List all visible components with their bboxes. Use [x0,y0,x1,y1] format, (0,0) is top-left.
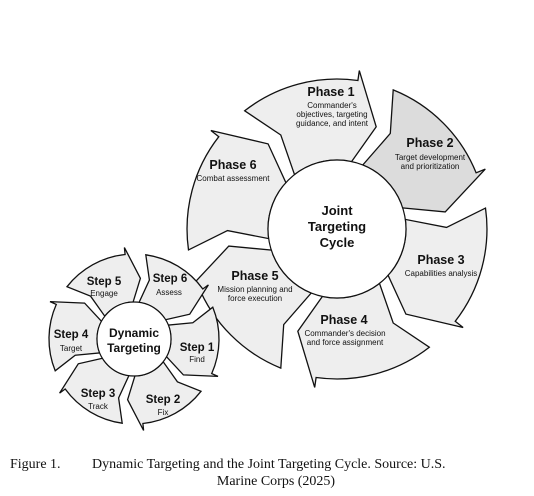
step-6-desc: Assess [156,288,182,297]
targeting-cycles-diagram: Joint Targeting Cycle Phase 1 Commander'… [48,70,488,431]
step-4-desc: Target [60,344,83,353]
step-2-title: Step 2 [146,394,181,406]
caption-text-line-1: Dynamic Targeting and the Joint Targetin… [92,457,446,472]
joint-cycle-hub [267,159,407,299]
phase-6-desc-1: Combat assessment [197,174,271,183]
joint-hub-line-2: Targeting [308,219,366,234]
phase-1-title: Phase 1 [307,85,354,99]
joint-hub-line-3: Cycle [320,235,355,250]
phase-5-desc-2: force execution [228,294,282,303]
phase-5-title: Phase 5 [231,269,278,283]
phase-1-desc-3: guidance, and intent [296,119,369,128]
caption-text-line-2: Marine Corps (2025) [216,474,336,489]
phase-4-title: Phase 4 [320,313,367,327]
phase-1-desc-2: objectives, targeting [296,110,367,119]
dynamic-hub-line-1: Dynamic [109,326,159,340]
phase-6-title: Phase 6 [209,158,256,172]
phase-5-desc-1: Mission planning and [217,285,292,294]
step-5-desc: Engage [90,289,118,298]
step-3-title: Step 3 [81,388,116,400]
phase-3-desc-1: Capabilities analysis [405,269,477,278]
step-6-title: Step 6 [153,273,188,285]
phase-2-desc-1: Target development [395,153,466,162]
step-2-desc: Fix [158,408,169,417]
step-1-desc: Find [189,355,205,364]
step-1-title: Step 1 [180,342,215,354]
joint-hub-line-1: Joint [321,203,353,218]
phase-4-desc-2: and force assignment [307,338,384,347]
phase-3-title: Phase 3 [417,253,464,267]
step-3-desc: Track [88,402,109,411]
step-4-title: Step 4 [54,329,89,341]
joint-cycle-segments [186,70,488,388]
step-5-title: Step 5 [87,276,122,288]
phase-2-desc-2: and prioritization [401,162,460,171]
figure-caption: Figure 1. Dynamic Targeting and the Joint… [0,456,534,490]
caption-label: Figure 1. [10,457,61,472]
dynamic-cycle-segments [48,247,220,431]
dynamic-hub-line-2: Targeting [107,341,161,355]
dynamic-cycle-hub [96,301,172,377]
phase-1-desc-1: Commander's [307,101,357,110]
phase-4-desc-1: Commander's decision [304,329,385,338]
phase-2-title: Phase 2 [406,136,453,150]
